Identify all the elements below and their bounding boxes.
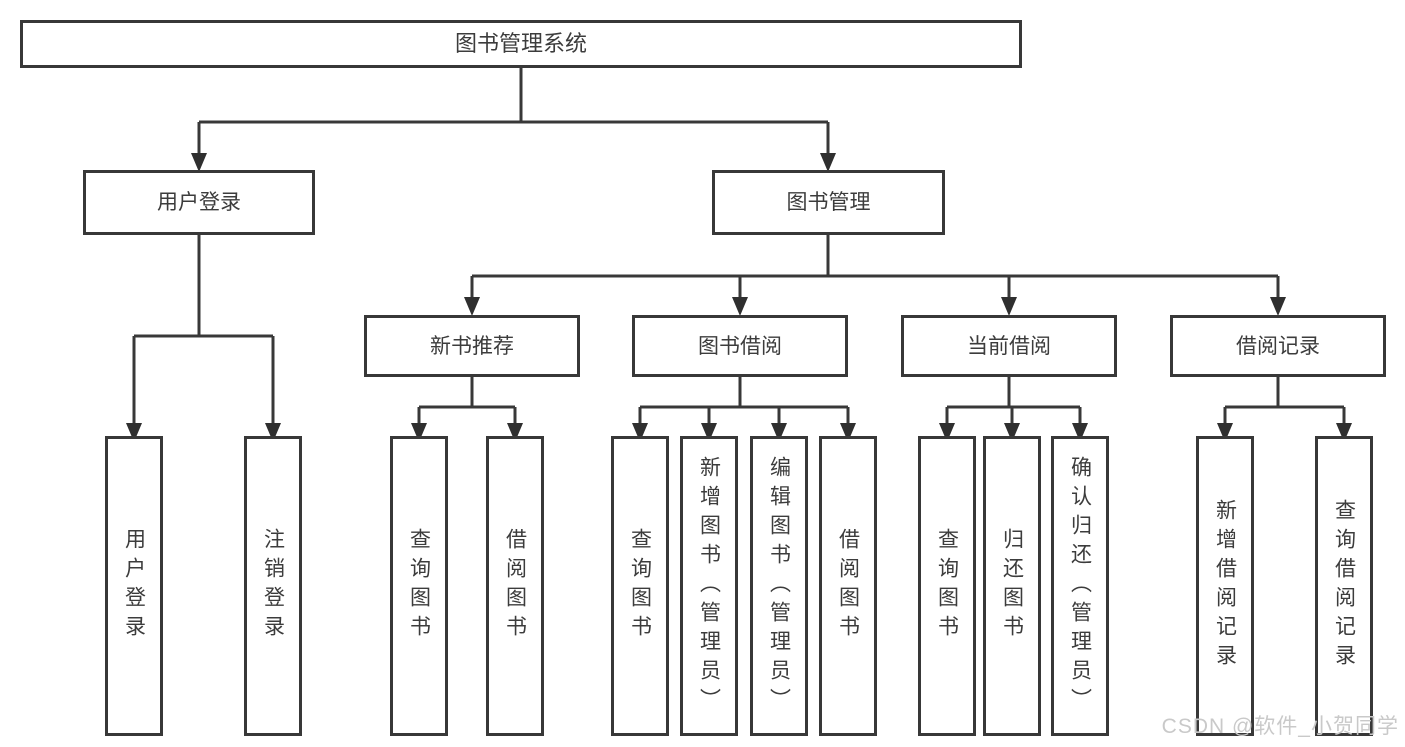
node-label: 借阅图书 (503, 528, 527, 644)
node-label: 查询图书 (628, 528, 652, 644)
node-label: 用户登录 (122, 528, 146, 644)
node-label: 新书推荐 (430, 334, 514, 358)
node-label: 查询图书 (935, 528, 959, 644)
node-book-management: 图书管理 (712, 170, 945, 235)
node-label: 借阅图书 (836, 528, 860, 644)
leaf-bb-borrow-books: 借阅图书 (819, 436, 877, 736)
node-label: 查询图书 (407, 528, 431, 644)
node-library-management-system: 图书管理系统 (20, 20, 1022, 68)
node-user-login: 用户登录 (83, 170, 315, 235)
node-label: 图书管理系统 (454, 31, 587, 56)
node-book-borrowing: 图书借阅 (632, 315, 848, 377)
node-current-borrowing: 当前借阅 (901, 315, 1117, 377)
connector-path (132, 68, 1346, 428)
node-label: 当前借阅 (967, 334, 1051, 358)
node-new-book-recommendation: 新书推荐 (364, 315, 580, 377)
csdn-watermark: CSDN @软件_小贺同学 (1161, 715, 1399, 738)
leaf-cb-return-books: 归还图书 (983, 436, 1041, 736)
leaf-bb-add-books-admin: 新增图书（管理员） (680, 436, 738, 736)
node-label: 借阅记录 (1236, 334, 1320, 358)
leaf-nbr-borrow-books: 借阅图书 (486, 436, 544, 736)
node-label: 用户登录 (157, 191, 241, 214)
node-label: 新增图书（管理员） (697, 455, 721, 717)
leaf-cb-confirm-return-admin: 确认归还（管理员） (1051, 436, 1109, 736)
leaf-bb-edit-books-admin: 编辑图书（管理员） (750, 436, 808, 736)
node-label: 图书借阅 (698, 334, 782, 358)
node-label: 注销登录 (261, 528, 285, 644)
node-label: 新增借阅记录 (1213, 499, 1237, 673)
node-borrowing-records: 借阅记录 (1170, 315, 1386, 377)
node-label: 编辑图书（管理员） (767, 455, 791, 717)
leaf-logout: 注销登录 (244, 436, 302, 736)
node-label: 确认归还（管理员） (1068, 455, 1092, 717)
arrowheads (126, 153, 1352, 442)
leaf-br-add-record: 新增借阅记录 (1196, 436, 1254, 736)
node-label: 查询借阅记录 (1332, 499, 1356, 673)
leaf-nbr-query-books: 查询图书 (390, 436, 448, 736)
leaf-bb-query-books: 查询图书 (611, 436, 669, 736)
node-label: 归还图书 (1000, 528, 1024, 644)
leaf-user-login: 用户登录 (105, 436, 163, 736)
leaf-br-query-record: 查询借阅记录 (1315, 436, 1373, 736)
node-label: 图书管理 (786, 191, 871, 214)
leaf-cb-query-books: 查询图书 (918, 436, 976, 736)
